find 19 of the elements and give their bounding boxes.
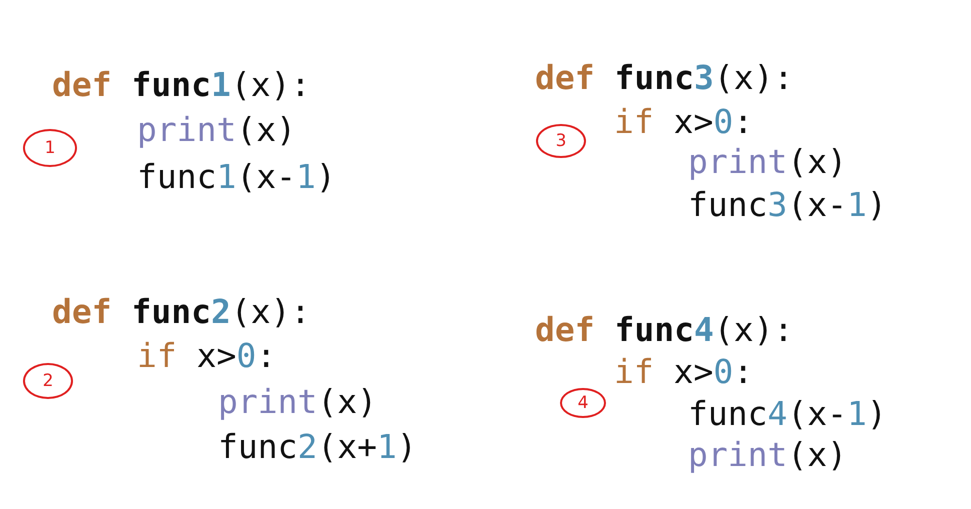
code-line: if x>0: [614, 102, 754, 142]
code-line: def func4(x): [535, 310, 794, 350]
code-line: print(x) [218, 382, 377, 422]
code-line: print(x) [137, 110, 296, 150]
code-line: print(x) [688, 142, 847, 182]
code-line: func4(x-1) [688, 394, 887, 434]
code-line: def func2(x): [52, 292, 310, 332]
code-line: def func3(x): [535, 58, 794, 98]
code-line: print(x) [688, 435, 847, 475]
number-circle: 2 [23, 363, 73, 399]
number-circle: 1 [23, 129, 77, 167]
code-line: def func1(x): [52, 65, 310, 105]
code-line: func1(x-1) [137, 157, 336, 197]
code-line: func2(x+1) [218, 427, 417, 467]
number-circle: 3 [536, 124, 586, 158]
code-line: if x>0: [614, 352, 754, 392]
number-circle: 4 [560, 388, 606, 418]
code-line: if x>0: [137, 336, 276, 376]
code-line: func3(x-1) [688, 185, 887, 225]
